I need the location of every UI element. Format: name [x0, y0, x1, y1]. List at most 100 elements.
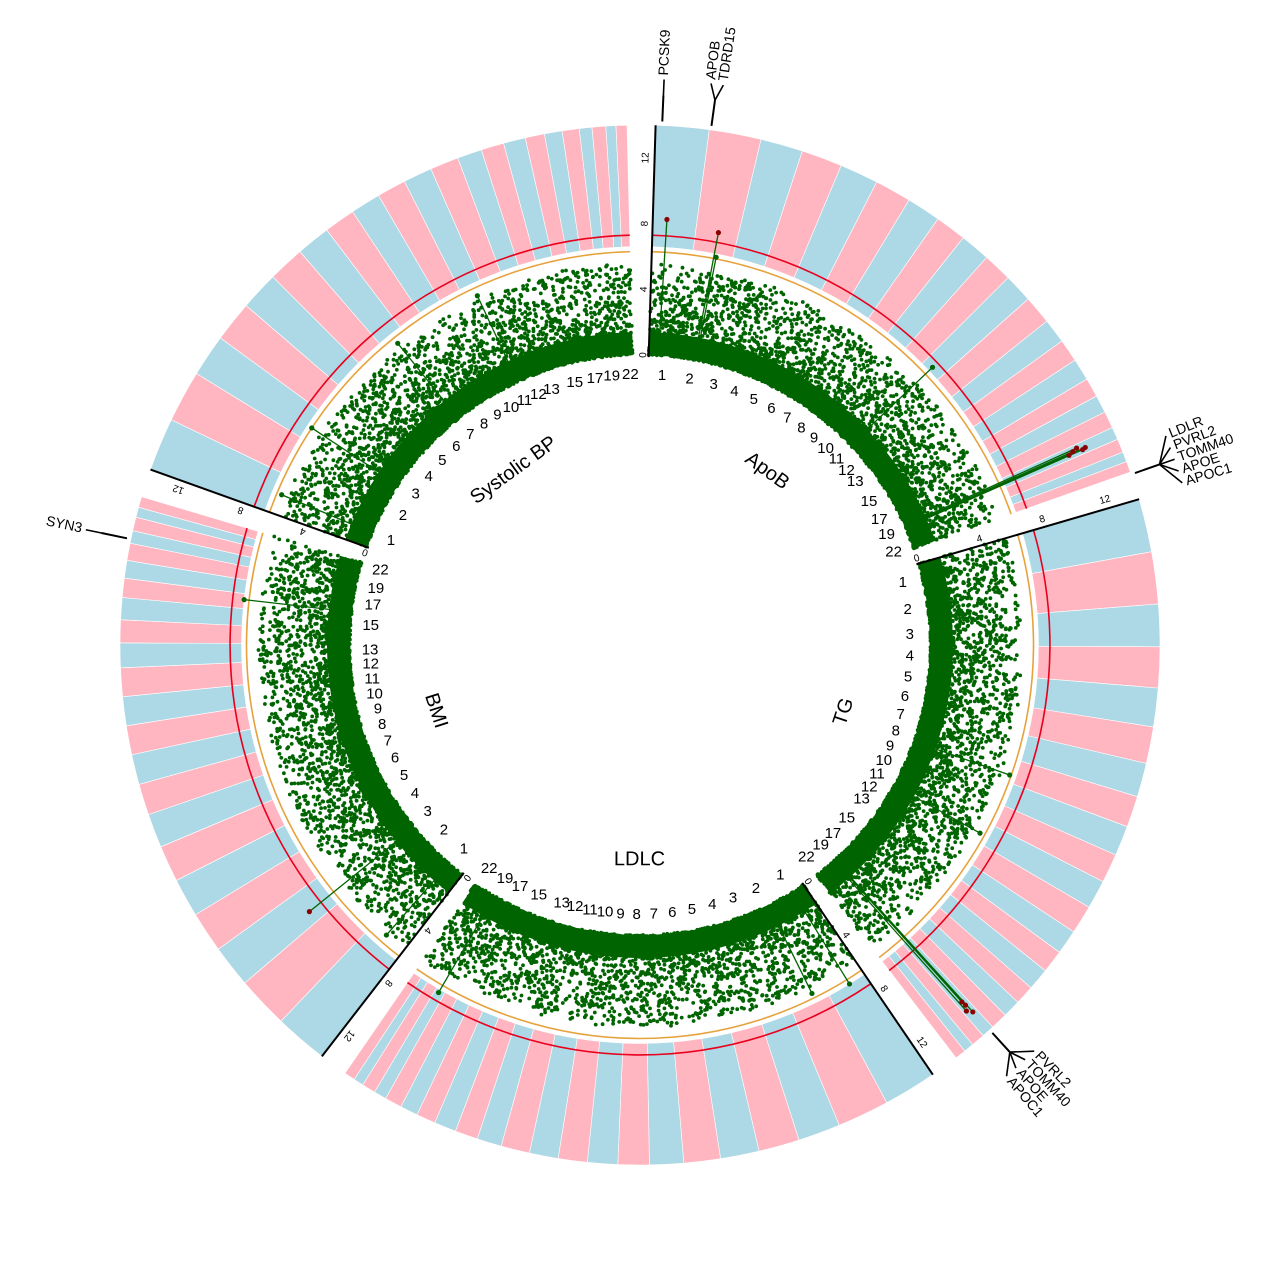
snp-point — [751, 337, 755, 341]
snp-point — [676, 276, 680, 280]
snp-point — [836, 396, 840, 400]
snp-point — [797, 311, 801, 315]
snp-point — [655, 324, 659, 328]
snp-point — [799, 317, 803, 321]
snp-point — [783, 319, 787, 323]
snp-point — [790, 301, 794, 305]
snp-point — [741, 344, 745, 348]
snp-point — [841, 389, 845, 393]
snp-point — [889, 380, 893, 384]
snp-point — [692, 332, 696, 336]
snp-point — [859, 381, 863, 385]
snp-point — [682, 286, 686, 290]
snp-point — [778, 360, 782, 364]
snp-point — [775, 321, 779, 325]
snp-point — [687, 274, 691, 278]
snp-point — [845, 348, 849, 352]
snp-point — [726, 284, 730, 288]
snp-point — [809, 307, 813, 311]
snp-point — [782, 356, 786, 360]
snp-point — [832, 328, 836, 332]
snp-point — [888, 363, 892, 367]
snp-point — [823, 327, 827, 331]
snp-point — [876, 426, 880, 430]
snp-point — [819, 325, 823, 329]
snp-point — [732, 311, 736, 315]
snp-point — [853, 394, 857, 398]
snp-point — [911, 399, 915, 403]
snp-point — [652, 300, 656, 304]
snp-point — [745, 284, 749, 288]
snp-point — [820, 361, 824, 365]
snp-point — [685, 325, 689, 329]
snp-point — [883, 390, 887, 394]
snp-point — [866, 364, 870, 368]
snp-point — [808, 338, 812, 342]
snp-point — [828, 330, 832, 334]
snp-point — [879, 410, 883, 414]
snp-point — [716, 322, 720, 326]
snp-point — [853, 344, 857, 348]
snp-point — [657, 275, 661, 279]
snp-point — [686, 286, 690, 290]
snp-point — [774, 291, 778, 295]
snp-point — [729, 298, 733, 302]
snp-point — [899, 378, 903, 382]
snp-point — [833, 346, 837, 350]
snp-point — [679, 273, 683, 277]
snp-point — [672, 328, 676, 332]
snp-point — [714, 315, 718, 319]
snp-point — [889, 375, 893, 379]
snp-point — [705, 323, 709, 327]
snp-point — [735, 310, 739, 314]
snp-point — [754, 316, 758, 320]
snp-point — [895, 393, 899, 397]
snp-point — [725, 333, 729, 337]
snp-point — [871, 394, 875, 398]
snp-point — [659, 263, 663, 267]
snp-point — [714, 299, 718, 303]
snp-point — [816, 357, 820, 361]
snp-point — [876, 363, 880, 367]
snp-point — [757, 346, 761, 350]
snp-point — [710, 321, 714, 325]
snp-point — [772, 358, 776, 362]
snp-point — [670, 293, 674, 297]
snp-point — [744, 324, 748, 328]
snp-point — [870, 383, 874, 387]
snp-point — [757, 294, 761, 298]
snp-point — [883, 375, 887, 379]
snp-point — [889, 394, 893, 398]
snp-point — [873, 386, 877, 390]
snp-point — [681, 304, 685, 308]
snp-point — [765, 312, 769, 316]
snp-point — [867, 359, 871, 363]
snp-point — [688, 294, 692, 298]
snp-point — [661, 326, 665, 330]
snp-point — [813, 347, 817, 351]
snp-point — [674, 288, 678, 292]
snp-point — [869, 380, 873, 384]
snp-point — [817, 330, 821, 334]
snp-point — [701, 298, 705, 302]
snp-point — [777, 342, 781, 346]
snp-point — [715, 335, 719, 339]
snp-point — [709, 312, 713, 316]
snp-point — [657, 292, 661, 296]
snp-point — [860, 393, 864, 397]
snp-point — [814, 380, 818, 384]
snp-point — [747, 293, 751, 297]
snp-point — [783, 311, 787, 315]
snp-point — [809, 379, 813, 383]
snp-point — [810, 367, 814, 371]
snp-point — [687, 312, 691, 316]
snp-point — [763, 284, 767, 288]
snp-point — [827, 372, 831, 376]
snp-point — [790, 312, 794, 316]
snp-point — [796, 368, 800, 372]
snp-point — [915, 387, 919, 391]
snp-point — [802, 333, 806, 337]
snp-point — [748, 309, 752, 313]
snp-point — [874, 415, 878, 419]
